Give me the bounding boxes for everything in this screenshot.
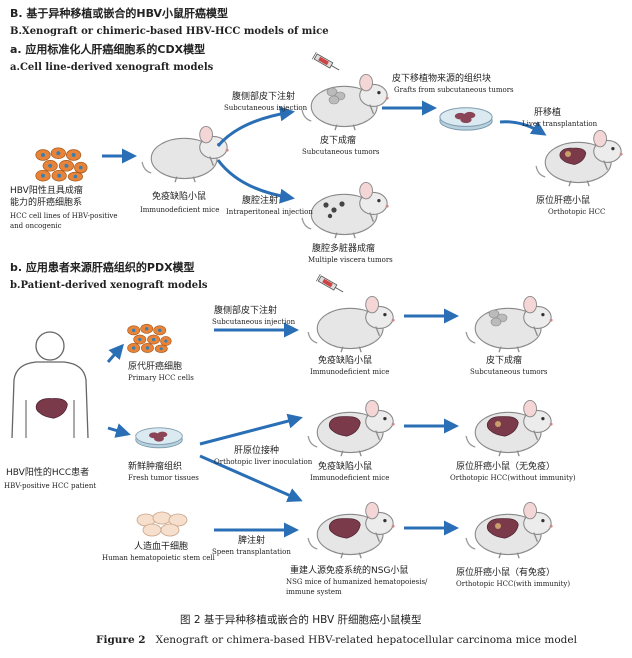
pdx-arrow-row2a	[199, 413, 303, 446]
cdx-ip-injection-zh: 腹腔注射	[242, 196, 279, 206]
pdx-row1-injection-en: Subcutaneous injection	[212, 318, 296, 326]
pdx-row3-result-mouse	[465, 501, 554, 559]
cdx-viscera-tumor-en: Multiple viscera tumors	[308, 256, 393, 264]
cdx-liver-transplant-en: Liver transplantation	[522, 120, 598, 128]
cdx-subcutaneous-mouse	[301, 51, 390, 131]
cdx-sc-injection-en: Subcutaneous injection	[224, 104, 308, 112]
pdx-row2-mouse-zh: 免疫缺陷小鼠	[318, 462, 373, 472]
cdx-mouse-label-zh: 免疫缺陷小鼠	[152, 192, 207, 202]
pdx-arrow-primary	[106, 343, 124, 363]
cdx-ip-injection-en: Intraperitoneal injection	[226, 208, 313, 216]
cdx-sc-injection-zh: 腹侧部皮下注射	[232, 92, 296, 102]
section-a-title-en: a.Cell line-derived xenograft models	[10, 62, 214, 73]
cdx-source-label-en-1: HCC cell lines of HBV-positive	[10, 212, 118, 220]
cdx-graft-label-en: Grafts from subcutaneous tumors	[394, 86, 514, 94]
pdx-fresh-tissue-en: Fresh tumor tissues	[128, 474, 199, 482]
section-b-title-zh: b. 应用患者来源肝癌组织的PDX模型	[10, 261, 195, 274]
cdx-source-label-en-2: and oncogenic	[10, 222, 62, 230]
cdx-arrow-liver-transplant	[499, 120, 547, 136]
cdx-sc-tumor-zh: 皮下成瘤	[320, 136, 357, 146]
cdx-arrow-intraperitoneal	[216, 159, 295, 204]
figure-title-zh: B. 基于异种移植或嵌合的HBV小鼠肝癌模型	[10, 7, 229, 20]
pdx-primary-cells	[127, 323, 172, 353]
cdx-graft-label-zh: 皮下移植物来源的组织块	[392, 74, 492, 84]
pdx-row3-mouse-zh: 重建人源免疫系统的NSG小鼠	[290, 566, 409, 576]
pdx-row2-injection-zh: 肝原位接种	[234, 446, 280, 456]
pdx-hsc-en: Human hematopoietic stem cell	[102, 554, 215, 562]
pdx-row3-mouse-en-2: immune system	[286, 588, 342, 596]
pdx-row2-injection-en: Orthotopic liver inoculation	[214, 458, 313, 466]
pdx-row2-mouse	[307, 399, 396, 457]
pdx-row2-result-en: Orthotopic HCC(without immunity)	[450, 474, 576, 482]
figure-caption-zh: 图 2 基于异种移植或嵌合的 HBV 肝细胞癌小鼠模型	[180, 614, 422, 626]
pdx-row3-injection-zh: 脾注射	[238, 536, 266, 546]
cdx-cell-line-cells	[35, 147, 88, 182]
cdx-liver-transplant-zh: 肝移植	[534, 108, 562, 118]
pdx-row1-injection-zh: 腹侧部皮下注射	[214, 306, 278, 316]
pdx-row1-mouse-en: Immunodeficient mice	[310, 368, 390, 376]
pdx-hsc-cells	[136, 511, 188, 537]
pdx-row3-mouse	[307, 501, 396, 559]
pdx-row3-result-en: Orthotopic HCC(with immunity)	[456, 580, 571, 588]
section-a-title-zh: a. 应用标准化人肝癌细胞系的CDX模型	[10, 43, 206, 56]
pdx-row2-result-zh: 原位肝癌小鼠（无免疫）	[456, 462, 556, 472]
pdx-fresh-tissue-dish	[135, 427, 183, 449]
pdx-row1-result-mouse	[465, 295, 554, 353]
pdx-arrow-fresh	[107, 423, 131, 438]
cdx-source-label-zh-2: 能力的肝癌细胞系	[10, 198, 83, 208]
figure-title-en: B.Xenograft or chimeric-based HBV-HCC mo…	[10, 26, 329, 37]
figure-caption-text: Xenograft or chimera-based HBV-related h…	[155, 634, 577, 646]
cdx-immunodeficient-mouse	[141, 125, 230, 183]
pdx-row3-result-zh: 原位肝癌小鼠（有免疫）	[456, 568, 556, 578]
pdx-row1-mouse	[307, 273, 396, 353]
pdx-row3-injection-en: Speen transplantation	[212, 548, 291, 556]
cdx-graft-dish	[439, 107, 493, 131]
patient-figure	[11, 331, 89, 439]
cdx-viscera-mouse	[301, 181, 390, 239]
cdx-source-label-zh-1: HBV阳性且具成瘤	[10, 186, 83, 196]
pdx-row1-result-en: Subcutaneous tumors	[470, 368, 548, 376]
pdx-row1-mouse-zh: 免疫缺陷小鼠	[318, 356, 373, 366]
cdx-sc-tumor-en: Subcutaneous tumors	[302, 148, 380, 156]
section-b-title-en: b.Patient-derived xenograft models	[10, 280, 208, 291]
pdx-row1-result-zh: 皮下成瘤	[486, 356, 523, 366]
cdx-orthotopic-en: Orthotopic HCC	[548, 208, 606, 216]
pdx-hsc-zh: 人造血干细胞	[134, 542, 189, 552]
cdx-orthotopic-zh: 原位肝癌小鼠	[536, 196, 591, 206]
pdx-row3-mouse-en-1: NSG mice of humanized hematopoiesis/	[286, 578, 428, 586]
pdx-fresh-tissue-zh: 新鲜肿瘤组织	[128, 462, 183, 472]
pdx-patient-en: HBV-positive HCC patient	[4, 482, 97, 490]
pdx-primary-cells-zh: 原代肝癌细胞	[128, 362, 183, 372]
cdx-viscera-tumor-zh: 腹腔多脏器成瘤	[312, 244, 376, 254]
pdx-patient-zh: HBV阳性的HCC患者	[6, 468, 90, 478]
figure-caption-en: Figure 2 Xenograft or chimera-based HBV-…	[96, 634, 577, 646]
figure-caption-label: Figure 2	[96, 634, 146, 646]
cdx-mouse-label-en: Immunodeficient mice	[140, 206, 220, 214]
cdx-arrow-subcutaneous	[216, 106, 295, 147]
pdx-primary-cells-en: Primary HCC cells	[128, 374, 194, 382]
pdx-row2-mouse-en: Immunodeficient mice	[310, 474, 390, 482]
pdx-arrow-row2b	[199, 454, 303, 503]
pdx-row2-result-mouse	[465, 399, 554, 457]
cdx-orthotopic-mouse	[535, 129, 624, 187]
